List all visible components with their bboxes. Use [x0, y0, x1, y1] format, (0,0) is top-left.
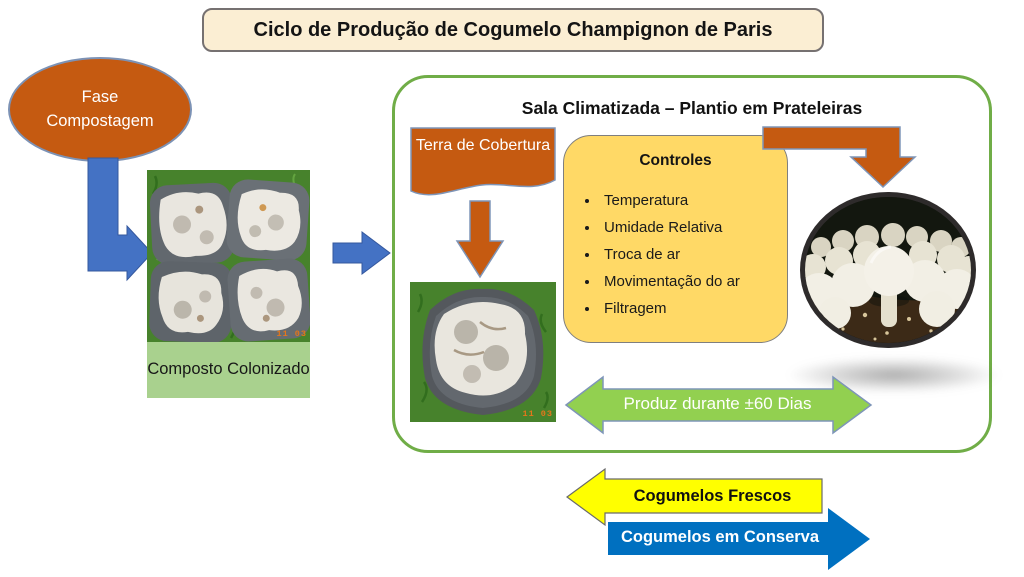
controls-title: Controles — [639, 152, 712, 169]
compost-phase-label: Fase Compostagem — [46, 87, 154, 130]
photo-timestamp: 11 03 — [522, 409, 553, 419]
control-item: Movimentação do ar — [600, 268, 787, 295]
double-arrow-icon — [564, 375, 873, 435]
control-item: Umidade Relativa — [600, 214, 787, 241]
mushrooms-illustration — [805, 197, 971, 343]
controls-panel: Controles Temperatura Umidade Relativa T… — [563, 135, 788, 343]
colonized-compost-text: Composto Colonizado — [147, 360, 310, 379]
left-arrow-fresh-icon — [565, 467, 823, 527]
controls-list: Temperatura Umidade Relativa Troca de ar… — [564, 187, 787, 322]
elbow-down-arrow-icon — [762, 126, 917, 189]
compost-blocks-illustration — [147, 170, 310, 342]
bent-down-right-arrow-icon — [87, 157, 153, 282]
casing-soil-shape — [410, 127, 556, 196]
control-item: Temperatura — [600, 187, 787, 214]
right-arrow-preserved-icon — [608, 508, 870, 570]
photo-timestamp: 11 03 — [276, 329, 307, 339]
climate-room-title: Sala Climatizada – Plantio em Prateleira… — [521, 98, 863, 118]
compost-blocks-photo: 11 03 — [147, 170, 310, 342]
compost-phase-ellipse: Fase Compostagem — [8, 57, 192, 162]
mushrooms-photo — [800, 192, 976, 348]
control-item: Troca de ar — [600, 241, 787, 268]
casing-block-photo: 11 03 — [410, 282, 556, 422]
production-duration-label: Produz durante ±60 Dias — [623, 394, 812, 413]
casing-block-illustration — [410, 282, 556, 422]
down-arrow-icon — [455, 200, 505, 279]
control-item: Filtragem — [600, 295, 787, 322]
page-title: Ciclo de Produção de Cogumelo Champignon… — [202, 8, 824, 52]
preserved-mushrooms-label: Cogumelos em Conserva — [620, 528, 820, 546]
colonized-compost-label: Composto Colonizado — [147, 342, 310, 398]
right-arrow-icon — [332, 231, 391, 275]
circle-shadow — [786, 357, 1002, 393]
casing-soil-label: Terra de Cobertura — [415, 137, 551, 154]
fresh-mushrooms-label: Cogumelos Frescos — [633, 487, 792, 505]
page-title-text: Ciclo de Produção de Cogumelo Champignon… — [253, 18, 773, 41]
